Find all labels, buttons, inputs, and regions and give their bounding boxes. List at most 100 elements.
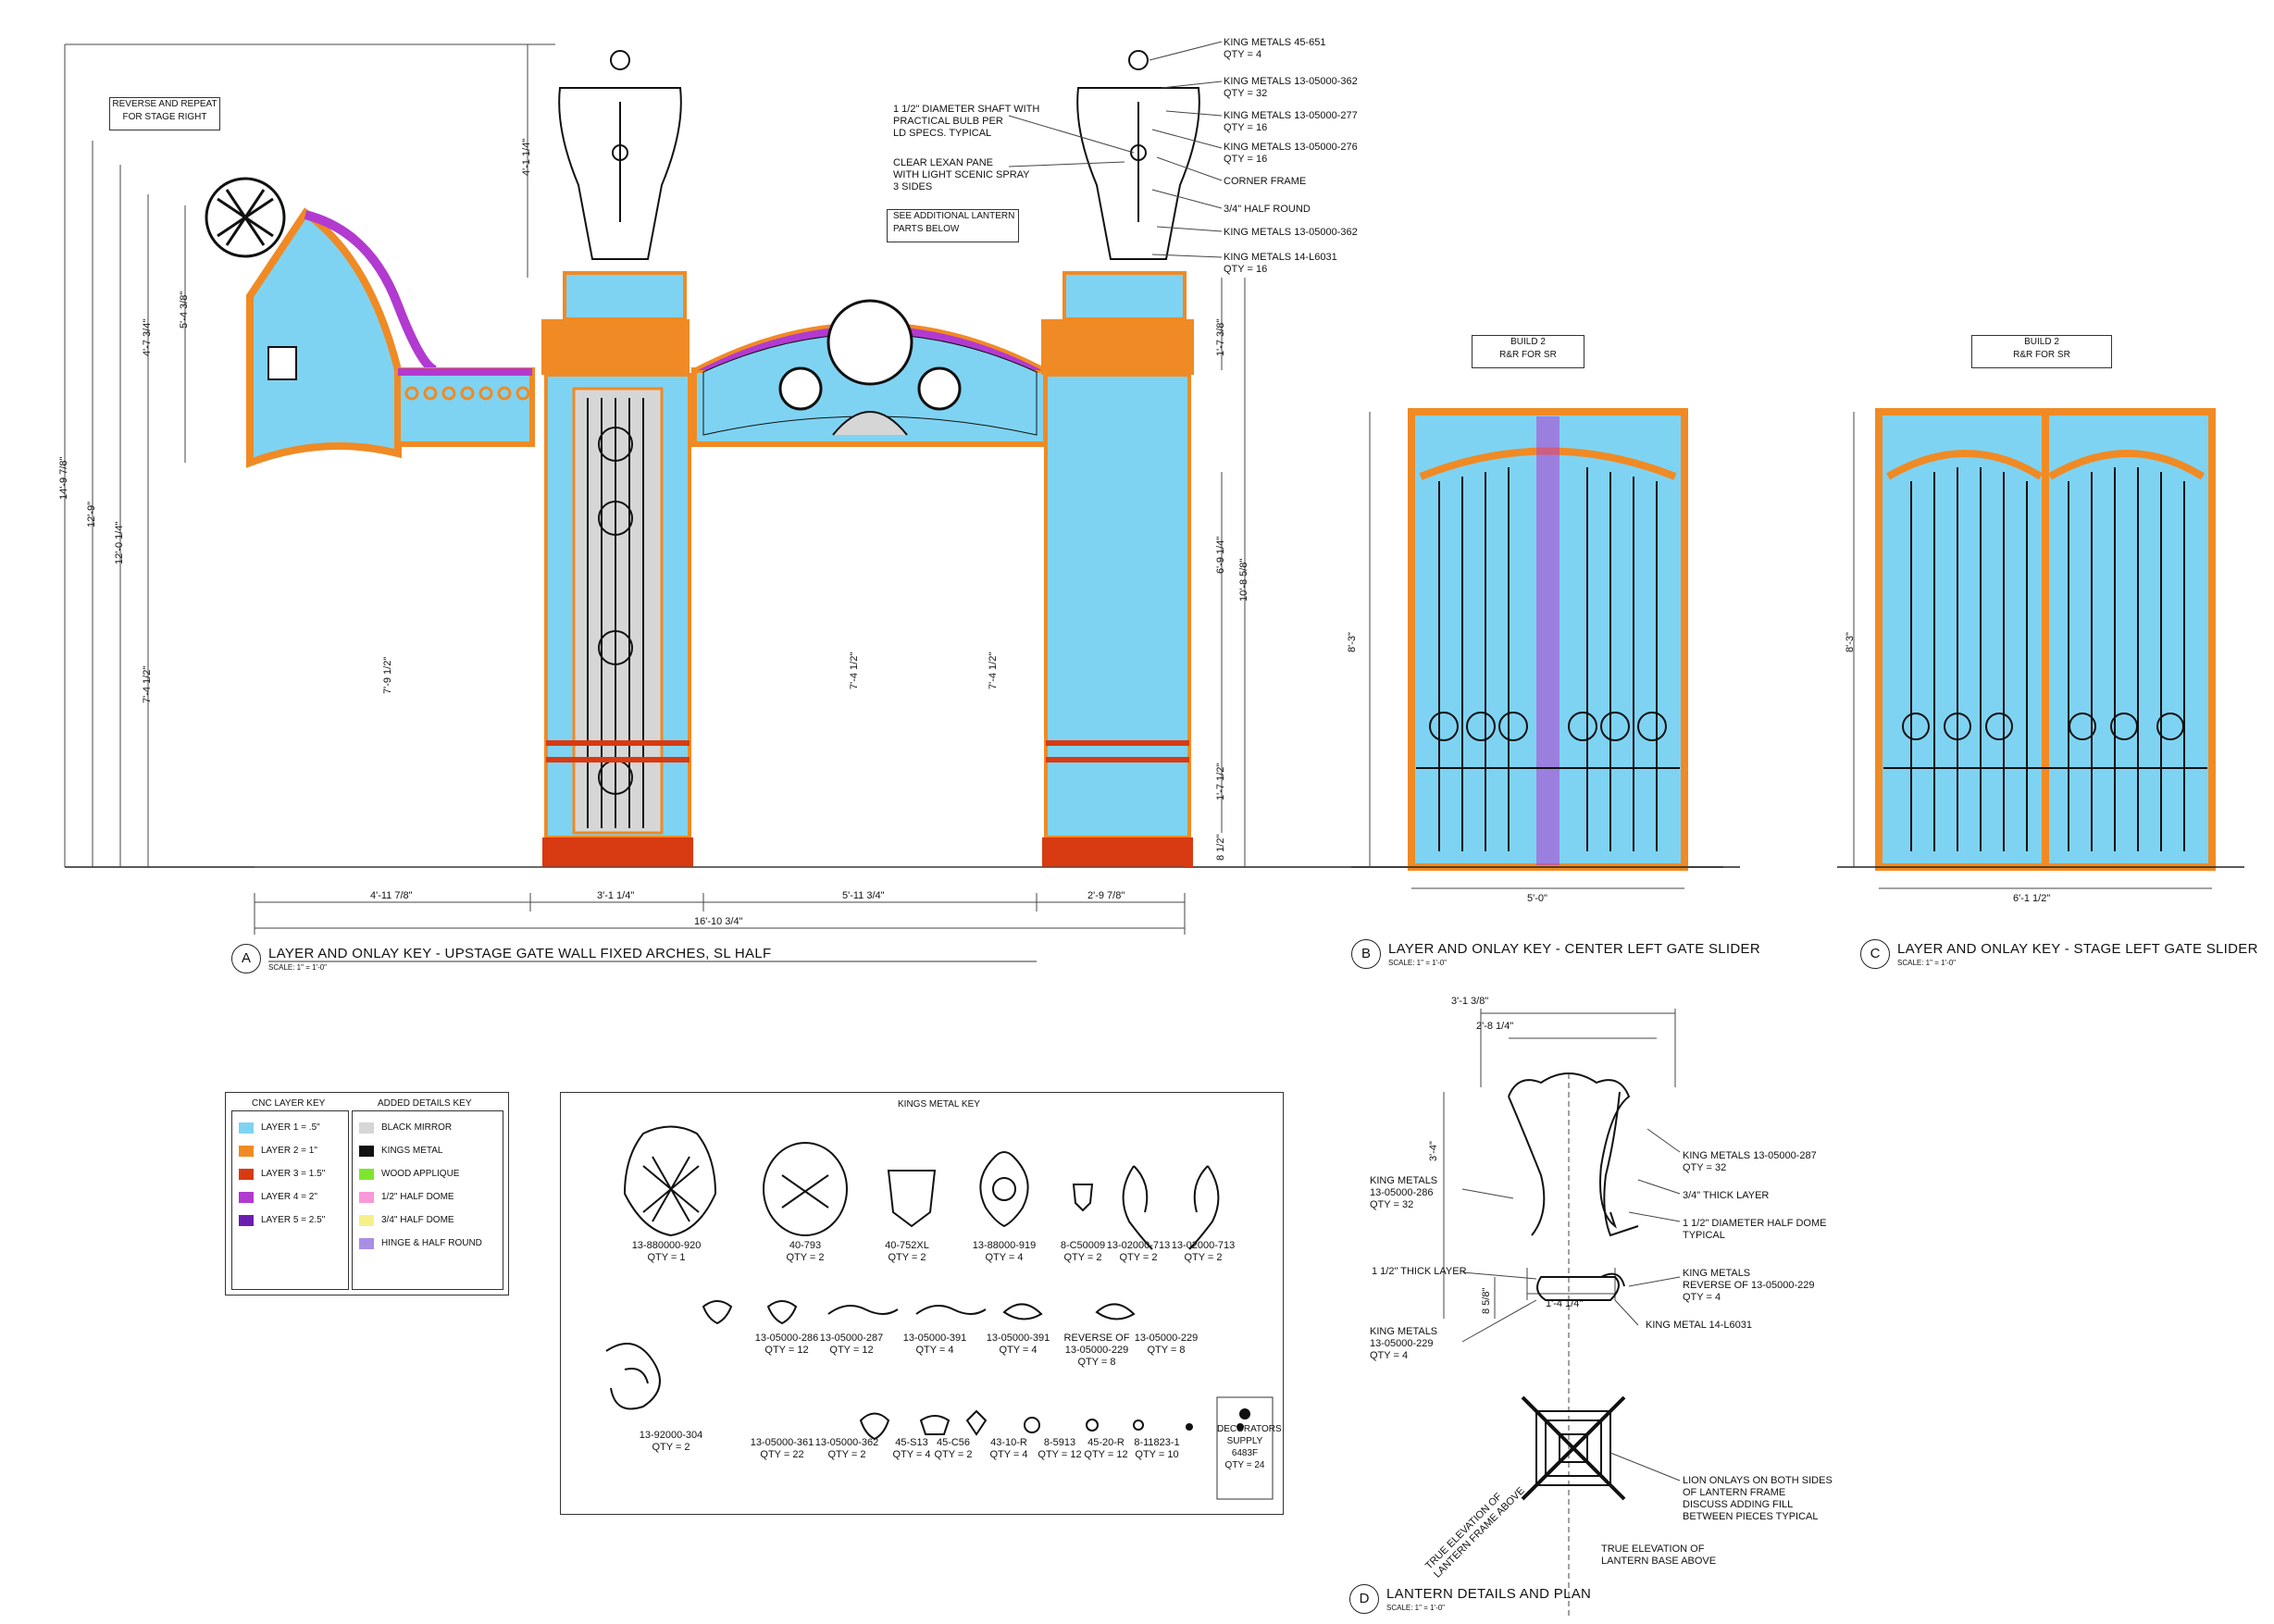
- detail-4-swatch: [359, 1192, 374, 1203]
- layer-4-swatch: [239, 1192, 254, 1203]
- dim-label: 5'-11 3/4": [842, 890, 885, 901]
- dim-label: 14'-9 7/8": [58, 456, 69, 500]
- dim-label: 8'-3": [1845, 632, 1856, 652]
- detail-6-label: HINGE & HALF ROUND: [381, 1238, 482, 1248]
- detail-1-swatch: [359, 1122, 374, 1134]
- kings-metal-key-title: KINGS METAL KEY: [898, 1099, 980, 1110]
- dim-label: 3'-4": [1428, 1141, 1439, 1161]
- title-underline: [268, 961, 1037, 962]
- drawing-b-title: LAYER AND ONLAY KEY - CENTER LEFT GATE S…: [1388, 941, 1760, 957]
- dim-label: 12'-0 1/4": [114, 521, 125, 564]
- layer-5-swatch: [239, 1215, 254, 1226]
- detail-callout: 3/4" THICK LAYER: [1683, 1190, 1770, 1201]
- dim-label: 12'-9": [86, 501, 97, 527]
- drawing-d-lantern-detail: [1443, 1009, 1681, 1619]
- drawing-d-scale: SCALE: 1" = 1'-0": [1386, 1604, 1446, 1612]
- drawing-b-marker: B: [1351, 939, 1381, 969]
- dim-label: 2'-8 1/4": [1476, 1021, 1514, 1032]
- cnc-key-title: CNC LAYER KEY: [252, 1098, 326, 1109]
- detail-5-label: 3/4" HALF DOME: [381, 1215, 454, 1225]
- dim-label: 1'-7 3/8": [1215, 318, 1226, 356]
- lantern-callout: 3/4" HALF ROUND: [1224, 204, 1311, 215]
- kings-metal-key-box: [560, 1092, 1284, 1515]
- detail-callout: 1 1/2" THICK LAYER: [1372, 1266, 1467, 1277]
- reverse-repeat-note: REVERSE AND REPEAT FOR STAGE RIGHT: [109, 97, 220, 130]
- drawing-c-scale: SCALE: 1" = 1'-0": [1897, 959, 1957, 967]
- detail-6-swatch: [359, 1238, 374, 1249]
- detail-callout: KING METAL 14-L6031: [1646, 1320, 1752, 1331]
- note-line: REVERSE AND REPEAT: [112, 99, 217, 109]
- drawing-a-title: LAYER AND ONLAY KEY - UPSTAGE GATE WALL …: [268, 946, 772, 961]
- dim-label: 1'-4 1/4": [1546, 1298, 1584, 1309]
- dim-label: 7'-4 1/2": [142, 665, 153, 703]
- dim-label: 4'-11 7/8": [370, 890, 413, 901]
- details-key-title: ADDED DETAILS KEY: [378, 1098, 472, 1109]
- dim-label: 5'-0": [1527, 893, 1547, 904]
- detail-3-swatch: [359, 1169, 374, 1180]
- note-line: FOR STAGE RIGHT: [122, 112, 207, 122]
- layer-1-swatch: [239, 1122, 254, 1134]
- cnc-layer-list: [231, 1110, 349, 1290]
- detail-4-label: 1/2" HALF DOME: [381, 1192, 454, 1202]
- dim-label: 1'-7 1/2": [1215, 762, 1226, 800]
- dim-label: 4'-1 1/4": [521, 138, 532, 176]
- kings-metal-ornaments: [605, 1125, 1274, 1500]
- detail-2-label: KINGS METAL: [381, 1146, 443, 1156]
- dim-label: 3'-1 1/4": [597, 890, 635, 901]
- cnc-layer-key-box: [225, 1092, 509, 1295]
- dim-label: 6'-9 1/4": [1215, 536, 1226, 574]
- layer-5-label: LAYER 5 = 2.5": [261, 1215, 326, 1225]
- drawing-c-title: LAYER AND ONLAY KEY - STAGE LEFT GATE SL…: [1897, 941, 2258, 957]
- dim-label: 4'-7 3/4": [142, 318, 153, 356]
- layer-1-label: LAYER 1 = .5": [261, 1122, 320, 1133]
- dim-label: 8 1/2": [1215, 834, 1226, 861]
- dim-label: 7'-4 1/2": [849, 651, 860, 689]
- dim-label: 10'-8 5/8": [1238, 558, 1249, 601]
- detail-2-swatch: [359, 1146, 374, 1157]
- layer-2-swatch: [239, 1146, 254, 1157]
- dim-label: 7'-9 1/2": [382, 656, 393, 694]
- drawing-b-scale: SCALE: 1" = 1'-0": [1388, 959, 1448, 967]
- layer-3-label: LAYER 3 = 1.5": [261, 1169, 326, 1179]
- drawing-d-title: LANTERN DETAILS AND PLAN: [1386, 1586, 1592, 1602]
- lantern-callout: KING METALS 13-05000-362: [1224, 227, 1358, 238]
- dim-label: 2'-9 7/8": [1087, 890, 1125, 901]
- drawing-c-marker: C: [1860, 939, 1890, 969]
- dim-label: 6'-1 1/2": [2013, 893, 2051, 904]
- details-key-list: [352, 1110, 503, 1290]
- dim-label: 16'-10 3/4": [694, 916, 743, 927]
